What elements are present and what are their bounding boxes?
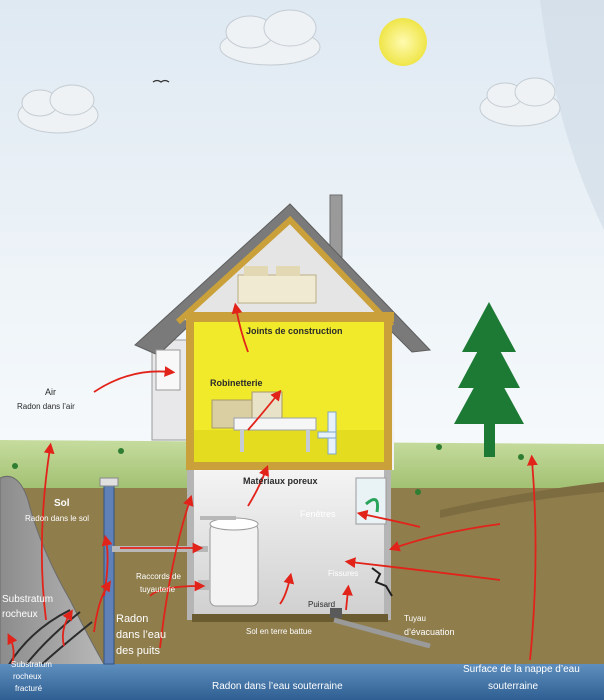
wall-stud: [384, 322, 392, 470]
sun: [379, 18, 427, 66]
label-substratum-fr-1: Substratum: [11, 660, 52, 669]
grass-tufts: [12, 444, 524, 495]
label-tuyau-2: d’évacuation: [404, 627, 455, 637]
wall-stud: [186, 322, 194, 470]
window-handle-icon: [365, 498, 379, 513]
label-fissures: Fissures: [328, 569, 359, 578]
foundation-wall: [384, 470, 391, 620]
pipe-fitting: [198, 580, 210, 590]
window: [155, 349, 181, 391]
soil-layer: [440, 482, 604, 518]
dirt-floor: [192, 614, 388, 622]
rock-fracture: [24, 611, 81, 667]
bird: [152, 79, 170, 83]
label-radon-puits-3: des puits: [116, 645, 161, 657]
sump: [330, 608, 342, 618]
label-sol: Sol: [54, 498, 70, 509]
well-cap: [99, 477, 119, 487]
drain-pipe: [333, 617, 431, 649]
label-substratum-fr-2: rocheux: [13, 672, 42, 681]
label-nappe-2: souterraine: [488, 681, 539, 692]
foundation-wall: [187, 470, 194, 620]
attic-bed: [237, 266, 317, 304]
heater-pipe: [200, 516, 236, 520]
water-supply-pipe: [112, 546, 208, 552]
label-joints: Joints de construction: [246, 326, 343, 336]
groundwater: [0, 664, 604, 700]
label-radon-puits-2: dans l’eau: [116, 629, 167, 641]
well-pipe: [103, 483, 115, 665]
label-tuyau-1: Tuyau: [404, 614, 426, 623]
label-puisard: Puisard: [308, 600, 336, 609]
sky-haze: [540, 0, 604, 230]
radon-arrows: [7, 302, 538, 665]
table: [233, 417, 317, 452]
pine-tree: [454, 302, 524, 457]
label-raccords-2: tuyauterie: [140, 585, 176, 594]
label-sol-terre: Sol en terre battue: [246, 627, 312, 636]
cloud: [479, 77, 561, 127]
label-raccords-1: Raccords de: [136, 572, 181, 581]
rock-outcrop: [0, 475, 106, 667]
chair: [317, 411, 337, 455]
label-substratum-2: rocheux: [2, 609, 38, 620]
label-radon-puits-1: Radon: [116, 613, 149, 625]
label-materiaux: Matériaux poreux: [243, 476, 318, 486]
cloud: [219, 9, 321, 66]
label-fenetres: Fenêtres: [300, 509, 336, 519]
floor-beam: [190, 462, 388, 470]
water-heater: [209, 517, 259, 607]
label-air: Air: [45, 387, 56, 397]
foundation-crack: [371, 567, 393, 597]
label-robinetterie: Robinetterie: [210, 378, 263, 388]
label-radon-sol: Radon dans le sol: [25, 514, 90, 523]
label-nappe-1: Surface de la nappe d’eau: [463, 664, 580, 675]
label-radon-eau: Radon dans l’eau souterraine: [212, 681, 343, 692]
label-radon-air: Radon dans l’air: [17, 402, 75, 411]
cloud: [17, 84, 99, 134]
attic-floor: [186, 312, 394, 322]
roof-rafters: [175, 215, 395, 329]
label-substratum-fr-3: fracturé: [15, 684, 43, 693]
label-substratum-1: Substratum: [2, 594, 54, 605]
living-room-floor: [194, 430, 384, 462]
